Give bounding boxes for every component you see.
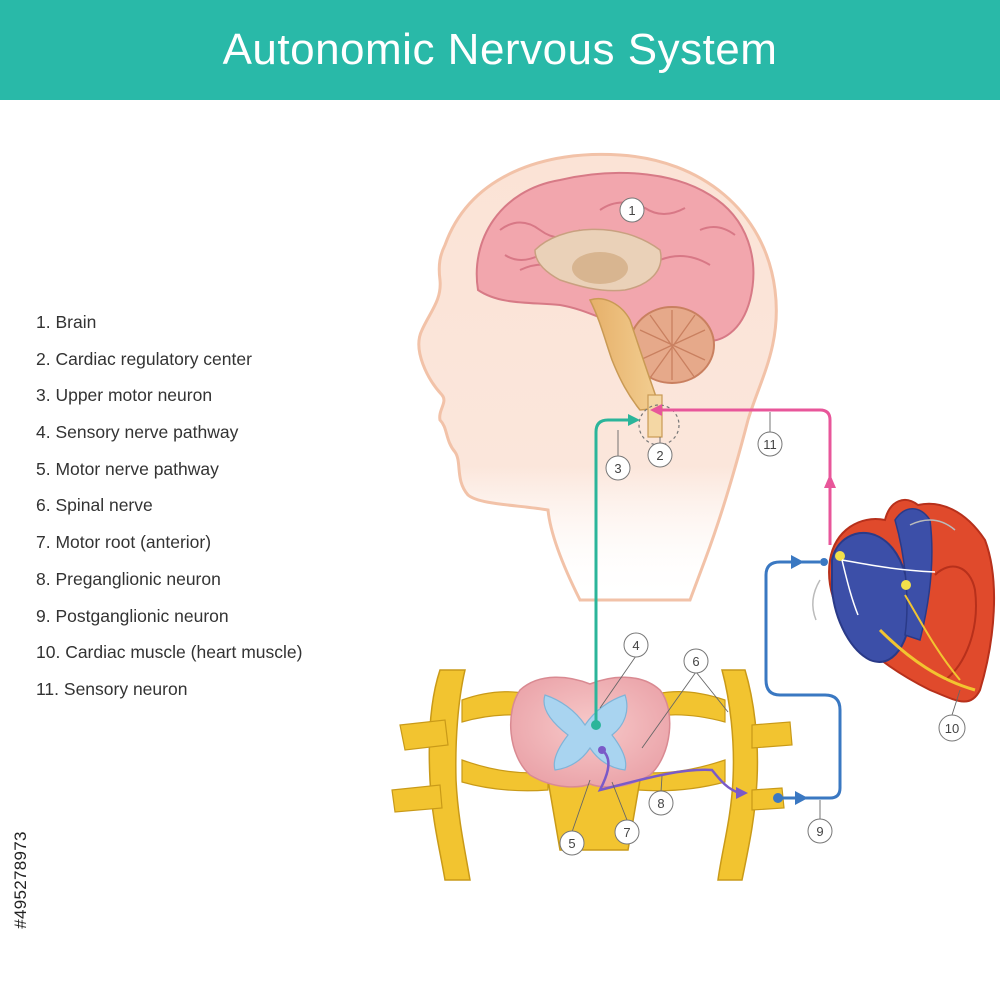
legend-item-postganglionic-neuron: 9. Postganglionic neuron [36, 605, 229, 626]
legend-item-spinal-nerve: 6. Spinal nerve [36, 495, 153, 516]
callout-11-label: 11 [763, 437, 777, 452]
legend-item-motor-nerve-pathway: 5. Motor nerve pathway [36, 458, 219, 479]
nerve-pathways [591, 404, 842, 805]
callout-3-label: 3 [614, 461, 621, 476]
callout-2: 2 [647, 442, 673, 468]
callout-8: 8 [648, 790, 674, 816]
legend-item-sensory-neuron: 11. Sensory neuron [36, 678, 188, 699]
sensory-neuron-path [660, 408, 832, 545]
postganglionic-neuron-path [764, 560, 842, 800]
postganglionic-terminal [820, 558, 828, 566]
page-title: Autonomic Nervous System [222, 25, 778, 74]
callout-3: 3 [605, 455, 631, 481]
heart-illustration [812, 499, 996, 703]
preganglionic-neuron-path [597, 749, 741, 795]
motor-arrowhead [628, 414, 640, 426]
callout-6: 6 [683, 648, 709, 674]
postganglionic-arrowhead-lower [795, 791, 808, 805]
callout-5-label: 5 [568, 836, 575, 851]
preganglionic-arrowhead [736, 787, 748, 799]
spinal-cord-illustration [391, 669, 793, 881]
legend-item-preganglionic-neuron: 8. Preganglionic neuron [36, 568, 221, 589]
upper-motor-neuron-path [594, 418, 630, 725]
callout-10-label: 10 [945, 721, 959, 736]
legend-item-motor-root: 7. Motor root (anterior) [36, 532, 212, 553]
callout-4: 4 [623, 632, 649, 658]
callout-1: 1 [619, 197, 645, 223]
sa-node [835, 551, 845, 561]
postganglionic-arrowhead-upper [791, 555, 804, 569]
callout-7-label: 7 [623, 825, 630, 840]
legend-item-cardiac-regulatory-center: 2. Cardiac regulatory center [36, 348, 252, 369]
callout-9: 9 [807, 818, 833, 844]
callout-4-label: 4 [632, 638, 639, 653]
callout-leaders [571, 412, 961, 833]
sensory-arrowhead-left [650, 404, 662, 416]
title-banner: Autonomic Nervous System [0, 0, 1000, 100]
preganglionic-neuron-body [598, 746, 606, 754]
legend-item-sensory-nerve-pathway: 4. Sensory nerve pathway [36, 422, 239, 443]
callout-2-label: 2 [656, 448, 663, 463]
legend-item-brain: 1. Brain [36, 312, 97, 332]
legend-list: 1. Brain 2. Cardiac regulatory center 3.… [36, 310, 302, 714]
callout-11: 11 [757, 431, 783, 457]
brain-illustration [475, 171, 755, 446]
sensory-arrowhead-up [824, 474, 836, 488]
legend-item-cardiac-muscle: 10. Cardiac muscle (heart muscle) [36, 642, 303, 663]
av-node [901, 580, 911, 590]
callout-10: 10 [938, 714, 966, 742]
callout-8-label: 8 [657, 796, 664, 811]
callout-1-label: 1 [628, 203, 635, 218]
callout-7: 7 [614, 819, 640, 845]
callout-9-label: 9 [816, 824, 823, 839]
motor-neuron-body [591, 720, 601, 730]
callout-6-label: 6 [692, 654, 699, 669]
callout-5: 5 [559, 830, 585, 856]
legend-item-upper-motor-neuron: 3. Upper motor neuron [36, 385, 213, 406]
